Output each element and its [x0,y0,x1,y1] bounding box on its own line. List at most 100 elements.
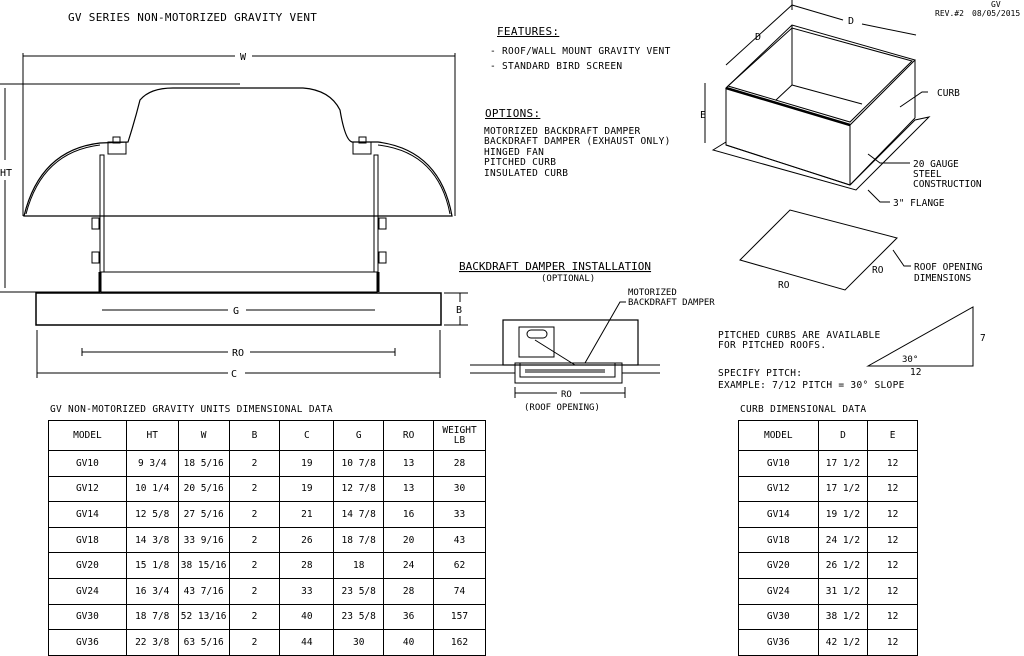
table-cell: 63 5/16 [177,629,230,656]
table-cell: 19 1/2 [817,501,869,528]
dim-ht: HT [0,168,12,179]
feature-item: - ROOF/WALL MOUNT GRAVITY VENT [490,46,671,57]
table-cell: 21 [279,501,335,528]
dim-c: C [231,369,237,380]
curb-table-title: CURB DIMENSIONAL DATA [740,404,867,415]
table-cell: 20 [383,526,435,554]
table-cell: GV12 [738,475,819,503]
table-cell: 10 7/8 [333,450,385,477]
table-cell: 36 [383,603,435,631]
table-cell: 16 3/4 [125,577,179,605]
table-cell: 24 [383,552,435,579]
table-cell: 12 [867,629,918,656]
table-cell: 23 5/8 [333,603,385,631]
drawing-label: RO [561,390,572,400]
table-cell: GV30 [738,603,819,631]
drawing-label: 3" FLANGE [893,198,945,209]
option-item: PITCHED CURB [484,157,557,168]
column-header: WEIGHT LB [433,420,486,451]
drawing-code: GV [991,0,1001,9]
column-header: D [817,420,869,451]
table-cell: 2 [228,450,281,477]
table-cell: 14 7/8 [333,501,385,528]
table-cell: 20 5/16 [177,475,230,503]
table-cell: GV14 [738,501,819,528]
table-cell: 40 [279,603,335,631]
dim-g: G [233,306,239,317]
table-cell: 22 3/8 [125,629,179,656]
table-cell: 157 [433,603,486,631]
drawing-label: DIMENSIONS [914,273,971,284]
table-cell: 44 [279,629,335,656]
table-cell: 33 [279,577,335,605]
drawing-label: 7 [980,333,986,344]
pitch-note: SPECIFY PITCH: [718,368,803,379]
table-cell: 33 [433,501,486,528]
table-cell: 2 [228,501,281,528]
table-cell: 10 1/4 [125,475,179,503]
drawing-label: BACKDRAFT DAMPER INSTALLATION [459,260,651,273]
feature-item: - STANDARD BIRD SCREEN [490,61,623,72]
drawing-label: (OPTIONAL) [541,274,595,284]
table-cell: GV24 [48,577,127,605]
table-cell: GV18 [48,526,127,554]
table-cell: 162 [433,629,486,656]
drawing-label: ROOF OPENING [914,262,983,273]
table-cell: 31 1/2 [817,577,869,605]
pitch-note: PITCHED CURBS ARE AVAILABLE [718,330,881,341]
table-cell: 24 1/2 [817,526,869,554]
drawing-label: D [848,16,854,27]
options-title: OPTIONS: [485,107,541,120]
column-header: RO [383,420,435,451]
column-header: G [333,420,385,451]
drawing-label: RO [778,280,790,291]
table-cell: GV20 [48,552,127,579]
table-cell: 12 [867,577,918,605]
pitch-diagram: 30° 12 7 [866,306,986,378]
features-title: FEATURES: [497,25,560,38]
column-header: MODEL [48,420,127,451]
table-cell: 62 [433,552,486,579]
table-cell: 12 5/8 [125,501,179,528]
page-title: GV SERIES NON-MOTORIZED GRAVITY VENT [68,11,318,24]
table-cell: 19 [279,450,335,477]
table-cell: 17 1/2 [817,450,869,477]
table-cell: 12 7/8 [333,475,385,503]
table-cell: 2 [228,577,281,605]
table-cell: GV30 [48,603,127,631]
table-cell: 2 [228,526,281,554]
table-cell: 13 [383,475,435,503]
table-cell: GV12 [48,475,127,503]
table-cell: 40 [383,629,435,656]
pitch-note: FOR PITCHED ROOFS. [718,340,827,351]
option-item: INSULATED CURB [484,168,569,179]
table-cell: GV18 [738,526,819,554]
table-cell: 42 1/2 [817,629,869,656]
column-header: E [867,420,918,451]
column-header: C [279,420,335,451]
option-item: BACKDRAFT DAMPER (EXHAUST ONLY) [484,136,671,147]
table-cell: 16 [383,501,435,528]
drawing-label: MOTORIZED [628,288,677,298]
table-cell: 12 [867,526,918,554]
table-cell: 17 1/2 [817,475,869,503]
gravity-vent-drawing: W HT G B RO C [0,52,468,380]
drawing-label: 12 [910,367,921,378]
revision: REV.#2 [935,9,964,18]
dim-b: B [456,305,462,316]
table-cell: 2 [228,603,281,631]
column-header: B [228,420,281,451]
table-cell: GV10 [738,450,819,477]
table-cell: 43 [433,526,486,554]
table-cell: 13 [383,450,435,477]
drawing-label: STEEL [913,169,942,180]
